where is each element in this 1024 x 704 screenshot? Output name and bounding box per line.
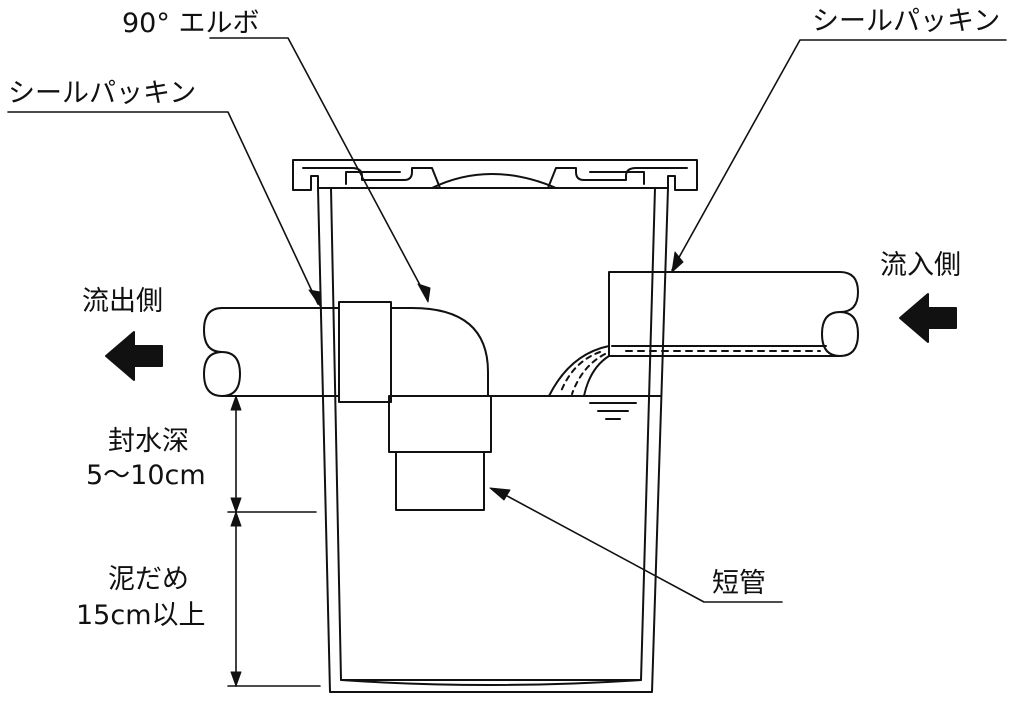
dim-arrow-1 [230, 395, 242, 411]
stream-outer [548, 345, 610, 397]
lid-notch-right [589, 171, 645, 185]
inflow-pipe-outline [608, 271, 841, 357]
basin-inner-wall [330, 187, 656, 681]
short-pipe-leader [495, 489, 783, 603]
water-level [487, 395, 662, 420]
seal-left-leader [7, 111, 319, 305]
elbow-leader [209, 37, 429, 301]
inflow-arrow-icon [899, 293, 957, 343]
basin-outer-wall [317, 187, 669, 693]
short-pipe-arrowhead [489, 487, 511, 501]
dim-arrow-2 [230, 497, 242, 513]
lid-center-arch [431, 173, 557, 189]
short-pipe-socket [388, 395, 492, 453]
sludge-label: 泥だめ [108, 564, 189, 595]
outflow-pipe-end-inner [203, 351, 223, 397]
short-pipe-label: 短管 [712, 568, 766, 599]
falling-water [548, 345, 610, 397]
seal-right-leader [671, 39, 1007, 271]
elbow-fitting [338, 301, 489, 403]
stream-dashes-2 [571, 353, 606, 395]
short-pipe [388, 395, 492, 511]
basin [317, 187, 669, 693]
arrowheads [308, 251, 684, 501]
seal-packing-label-left: シールパッキン [8, 78, 197, 109]
seal-depth-value: 5～10cm [86, 460, 206, 491]
stream-inner [583, 355, 610, 397]
lid-notch-left [345, 171, 401, 185]
dimension-arrowheads [230, 395, 242, 687]
outflow-pipe [203, 307, 340, 397]
seal-depth-label: 封水深 [108, 426, 189, 457]
seal-left-arrowhead [308, 289, 321, 307]
inflow-side-label: 流入側 [880, 250, 961, 281]
elbow-label: 90° エルボ [122, 8, 260, 39]
dim-arrow-4 [230, 671, 242, 687]
outflow-arrow-icon [105, 331, 163, 381]
dimension-lines [221, 395, 331, 687]
inflow-pipe-end-inner [839, 311, 859, 357]
stream-dashes-1 [559, 351, 601, 395]
elbow-socket [338, 301, 392, 403]
seal-packing-label-right: シールパッキン [812, 6, 1001, 37]
lid-outline [292, 159, 698, 191]
seal-right-arrowhead [671, 251, 684, 273]
basin-lid [292, 159, 698, 191]
dim-arrow-3 [230, 511, 242, 527]
inflow-pipe [608, 271, 859, 357]
sludge-value: 15cm以上 [76, 600, 206, 631]
basin-bottom-inner [340, 679, 642, 686]
elbow-arrowhead [417, 283, 431, 303]
leader-lines [7, 37, 1007, 603]
elbow-body [390, 307, 489, 397]
outflow-side-label: 流出側 [82, 286, 163, 317]
lid-inner-contour-right [547, 167, 688, 189]
inflow-pipe-end [821, 271, 859, 357]
water-level-mark [589, 402, 637, 420]
short-pipe-body [395, 451, 485, 511]
